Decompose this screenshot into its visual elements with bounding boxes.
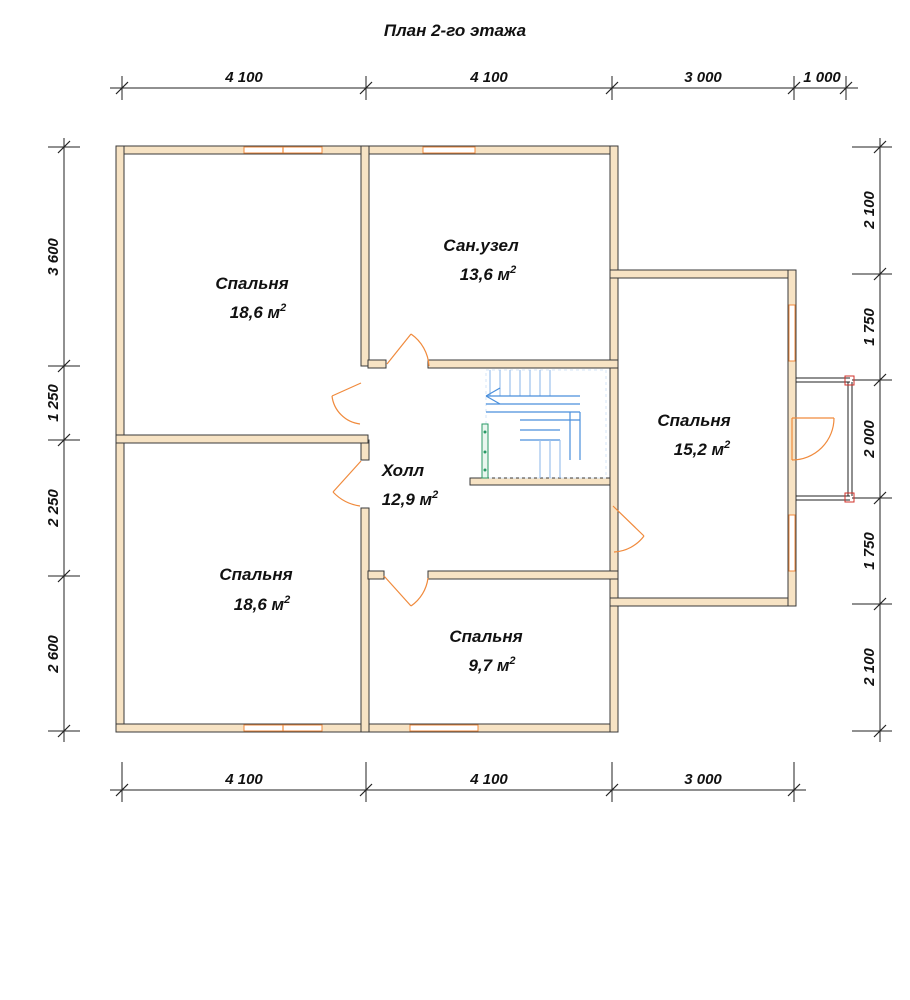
room-area-hall: 12,9 м2 (382, 489, 439, 509)
dim-left-1: 3 600 (45, 238, 62, 276)
room-name-bedroom-bottom-left: Спальня (219, 565, 292, 584)
room-name-bedroom-top-left: Спальня (215, 274, 288, 293)
room-area-bathroom: 13,6 м2 (460, 264, 517, 284)
dim-left-3: 2 250 (45, 489, 62, 528)
room-name-hall: Холл (381, 461, 425, 480)
room-name-bedroom-right: Спальня (657, 411, 730, 430)
balcony (796, 375, 855, 503)
dimension-labels: 4 100 4 100 3 000 1 000 4 100 4 100 3 00… (45, 69, 878, 788)
room-labels: Спальня 18,6 м2 Сан.узел 13,6 м2 Спальня… (215, 236, 730, 675)
dim-top-1: 4 100 (224, 69, 263, 86)
dim-left-4: 2 600 (45, 635, 62, 674)
dim-top-2: 4 100 (469, 69, 508, 86)
dim-bottom-1: 4 100 (224, 771, 263, 788)
room-area-bedroom-top-left: 18,6 м2 (230, 302, 287, 322)
room-area-bedroom-small: 9,7 м2 (468, 655, 515, 675)
room-area-bedroom-right: 15,2 м2 (674, 439, 731, 459)
dim-top-4: 1 000 (803, 69, 841, 86)
dim-top-3: 3 000 (684, 69, 722, 86)
dim-bottom-3: 3 000 (684, 771, 722, 788)
room-name-bedroom-small: Спальня (449, 627, 522, 646)
doors (331, 333, 835, 607)
dim-right-4: 1 750 (861, 532, 878, 570)
dim-left-2: 1 250 (45, 384, 62, 422)
dim-bottom-2: 4 100 (469, 771, 508, 788)
dim-right-2: 1 750 (861, 308, 878, 346)
dim-right-5: 2 100 (861, 648, 878, 687)
dim-right-3: 2 000 (861, 420, 878, 459)
dimension-lines (48, 76, 892, 802)
plan-title: План 2-го этажа (384, 21, 526, 40)
room-area-bedroom-bottom-left: 18,6 м2 (234, 594, 291, 614)
dim-right-1: 2 100 (861, 191, 878, 230)
staircase (481, 369, 607, 479)
windows (243, 146, 796, 732)
room-name-bathroom: Сан.узел (443, 236, 519, 255)
